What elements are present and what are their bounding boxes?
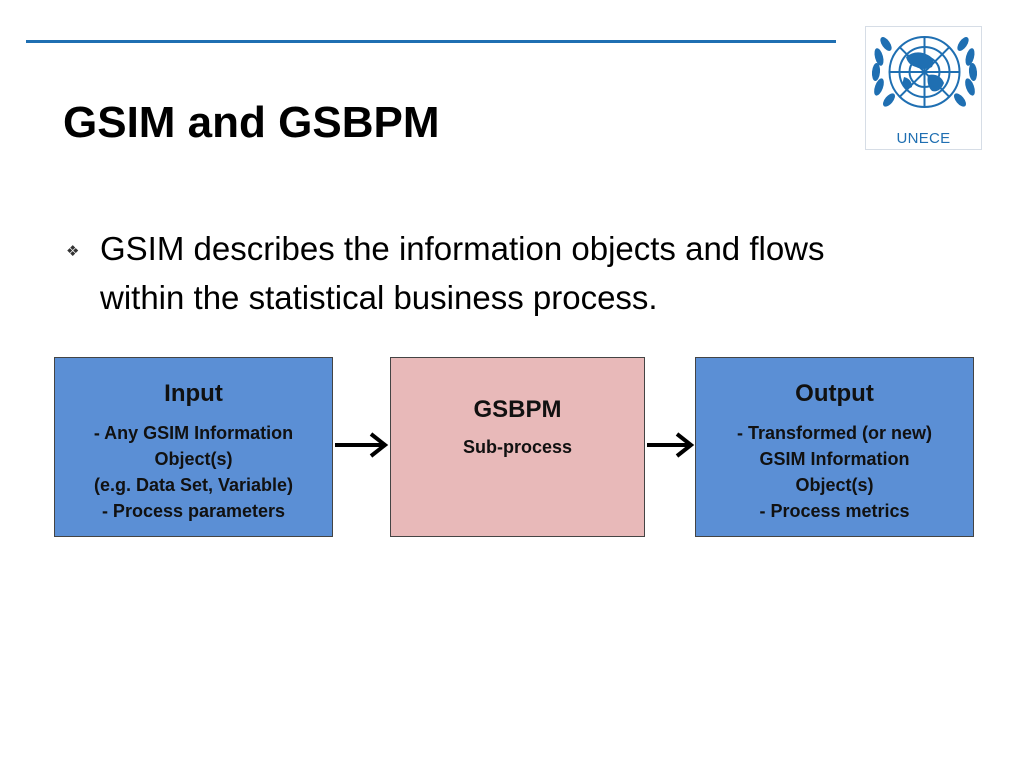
top-rule — [26, 40, 836, 43]
output-line: Object(s) — [795, 475, 874, 495]
output-title: Output — [795, 380, 874, 407]
input-line: (e.g. Data Set, Variable) — [93, 475, 294, 495]
output-line: - Transformed (or new) — [736, 423, 933, 443]
bullet-text: GSIM describes the information objects a… — [100, 230, 825, 316]
un-emblem-icon — [871, 36, 978, 108]
input-title: Input — [164, 380, 223, 407]
gsbpm-subtitle: Sub-process — [462, 437, 573, 457]
bullet-item: ❖ GSIM describes the information objects… — [66, 224, 886, 322]
input-box: Input - Any GSIM Information Object(s) (… — [54, 357, 333, 537]
gsbpm-box: GSBPM Sub-process — [390, 357, 645, 537]
slide-title: GSIM and GSBPM — [63, 98, 440, 147]
output-line: - Process metrics — [759, 501, 910, 521]
arrow-right-icon — [335, 432, 389, 458]
input-body: - Any GSIM Information Object(s) (e.g. D… — [55, 420, 332, 524]
output-box: Output - Transformed (or new) GSIM Infor… — [695, 357, 974, 537]
arrow-right-icon — [647, 432, 695, 458]
logo-text: UNECE — [896, 130, 951, 147]
unece-logo: UNECE — [865, 26, 982, 150]
output-line: GSIM Information — [759, 449, 910, 469]
gsbpm-title: GSBPM — [473, 396, 562, 423]
output-body: - Transformed (or new) GSIM Information … — [696, 420, 973, 524]
input-line: - Process parameters — [101, 501, 286, 521]
diamond-bullet-icon: ❖ — [66, 243, 80, 260]
input-line: Object(s) — [154, 449, 233, 469]
input-line: - Any GSIM Information — [93, 423, 294, 443]
